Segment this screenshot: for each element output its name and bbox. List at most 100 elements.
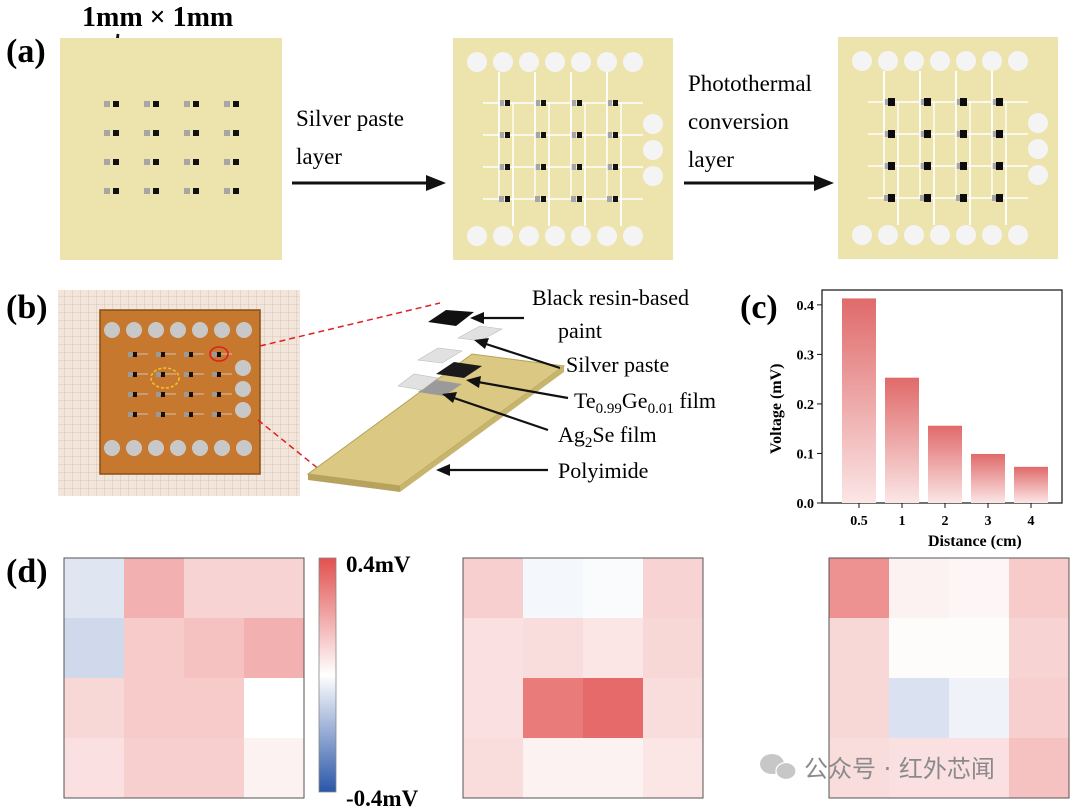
- te-ge-element: [113, 188, 119, 194]
- ag2se-element: [128, 352, 132, 357]
- ag2se-element: [156, 352, 160, 357]
- x-tick-label: 4: [1028, 514, 1035, 529]
- heatmap-cell: [124, 738, 184, 798]
- ag2se-element: [607, 164, 612, 170]
- heatmap-cell: [1009, 678, 1069, 738]
- absorber-layer: [924, 162, 931, 170]
- silver-pad: [519, 52, 539, 72]
- ag2se-element: [920, 131, 925, 137]
- ag2se-element: [184, 352, 188, 357]
- ag2se-element: [884, 195, 889, 201]
- ag2se-element: [535, 132, 540, 138]
- silver-pad: [1028, 113, 1048, 133]
- heatmap-cell: [889, 618, 949, 678]
- heatmap-cell: [829, 558, 889, 618]
- zoom-line-bottom: [257, 419, 321, 471]
- silver-pad: [214, 440, 230, 456]
- ag2se-element: [992, 131, 997, 137]
- te-ge-element: [161, 412, 165, 417]
- silver-pad: [904, 51, 924, 71]
- silver-pad: [643, 166, 663, 186]
- ag2se-element: [128, 392, 132, 397]
- ag2se-element: [571, 100, 576, 106]
- absorber-layer: [924, 130, 931, 138]
- ag2se-element: [144, 101, 150, 107]
- ag2se-element: [184, 101, 190, 107]
- ag2se-element: [104, 159, 110, 165]
- heatmap-cell: [949, 618, 1009, 678]
- te-ge-element: [505, 164, 510, 170]
- x-tick-label: 2: [942, 514, 949, 529]
- substrate: [453, 38, 673, 260]
- y-tick-label: 0.1: [797, 447, 815, 462]
- heatmap-cell: [1009, 558, 1069, 618]
- heatmap-cell: [643, 618, 703, 678]
- x-axis-label: Distance (cm): [928, 533, 1022, 550]
- panel-a-label: (a): [6, 33, 46, 70]
- te-ge-element: [153, 101, 159, 107]
- heatmap-frame: [462, 557, 704, 799]
- silver-pad: [623, 226, 643, 246]
- ag2se-element: [920, 163, 925, 169]
- te-ge-element: [217, 412, 221, 417]
- bar: [928, 425, 962, 503]
- ag2se-element: [956, 195, 961, 201]
- ag2se-element: [956, 99, 961, 105]
- te-ag-cell-array: [104, 101, 239, 194]
- silver-pad: [235, 402, 251, 418]
- ag2se-element: [224, 159, 230, 165]
- heatmap-cell: [523, 618, 583, 678]
- step1-text-line2: layer: [296, 144, 342, 169]
- silver-pad: [852, 225, 872, 245]
- te-ge-element: [189, 392, 193, 397]
- heatmap-cell: [64, 678, 124, 738]
- ag2se-element: [212, 392, 216, 397]
- silver-pad: [148, 322, 164, 338]
- silver-pad: [192, 322, 208, 338]
- silver-paste-piece: [457, 325, 503, 342]
- heatmap-cell: [889, 738, 949, 798]
- ag2se-element: [156, 372, 160, 377]
- label-te-ge-film: Te0.99Ge0.01 film: [574, 388, 716, 417]
- heatmap-cell: [583, 738, 643, 798]
- heatmap-cell: [244, 738, 304, 798]
- heatmap-cell: [829, 618, 889, 678]
- heatmap-cell: [463, 738, 523, 798]
- silver-pad: [982, 225, 1002, 245]
- te-ge-element: [161, 352, 165, 357]
- ag2se-element: [128, 412, 132, 417]
- silver-pad: [623, 52, 643, 72]
- heatmap-cell: [463, 618, 523, 678]
- silver-pad: [930, 51, 950, 71]
- silver-pad: [170, 322, 186, 338]
- te-ge-element: [217, 352, 221, 357]
- highlight-red-circle: [209, 346, 229, 362]
- ag2se-element: [184, 412, 188, 417]
- heatmap-cell: [949, 678, 1009, 738]
- highlight-circle: [150, 367, 180, 389]
- callout-arrow: [453, 396, 549, 432]
- absorber-layer: [960, 162, 967, 170]
- silver-pad: [104, 322, 120, 338]
- label-polyimide: Polyimide: [558, 458, 648, 483]
- ag2se-element: [571, 196, 576, 202]
- heatmap-cell: [463, 558, 523, 618]
- heatmap-cell: [184, 558, 244, 618]
- te-ge-element: [161, 392, 165, 397]
- absorber-layer: [924, 98, 931, 106]
- ag2se-element: [104, 130, 110, 136]
- ag2se-element: [956, 163, 961, 169]
- panel-b-label: (b): [6, 289, 48, 326]
- absorber-layer: [996, 130, 1003, 138]
- substrate-with-silver-paste: [453, 38, 673, 260]
- heatmap-cell: [244, 678, 304, 738]
- ag2se-element: [571, 132, 576, 138]
- heatmap-cell: [583, 618, 643, 678]
- te-ge-element: [153, 130, 159, 136]
- te-ge-element: [505, 132, 510, 138]
- ag2se-element: [884, 99, 889, 105]
- silver-pad: [571, 52, 591, 72]
- heatmap-cell: [1009, 618, 1069, 678]
- silver-pad: [235, 381, 251, 397]
- ag2se-element: [144, 188, 150, 194]
